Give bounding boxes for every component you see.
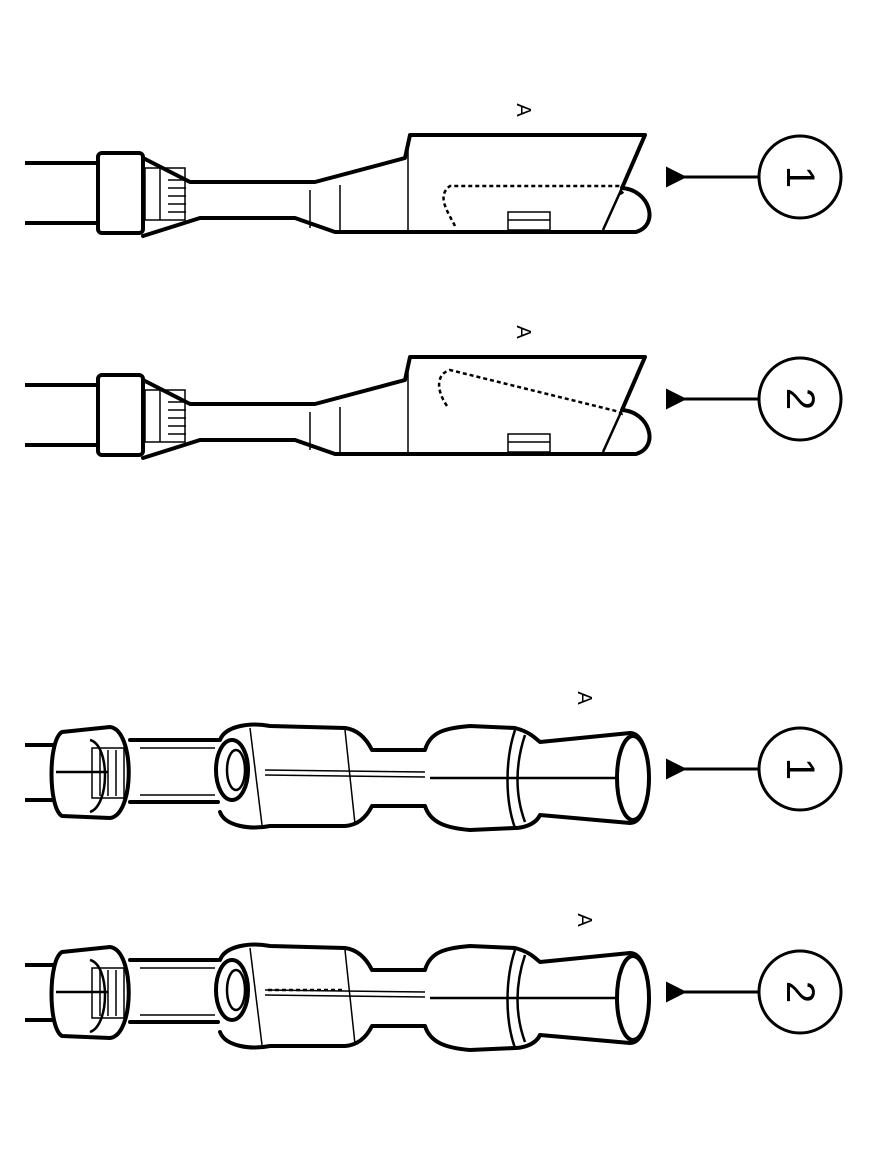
locking-lance-2	[437, 368, 623, 418]
callout-1: 1	[668, 728, 841, 810]
callout-2: 2	[668, 951, 841, 1033]
callout-number: 2	[778, 388, 822, 410]
callout-1: 1	[668, 136, 841, 218]
label-a: A	[573, 691, 595, 705]
round-terminal-2: A 2	[23, 913, 841, 1052]
label-a: A	[512, 325, 534, 339]
round-terminal-1: A 1	[23, 691, 841, 832]
callout-number: 1	[778, 758, 822, 780]
callout-number: 2	[778, 981, 822, 1003]
callout-2: 2	[668, 358, 841, 440]
flat-terminal-2: A 2	[23, 325, 841, 460]
locking-lance-1	[442, 184, 626, 227]
label-a: A	[512, 103, 534, 117]
flat-terminal-1: A 1	[23, 103, 841, 238]
label-a: A	[573, 913, 595, 927]
callout-number: 1	[778, 166, 822, 188]
